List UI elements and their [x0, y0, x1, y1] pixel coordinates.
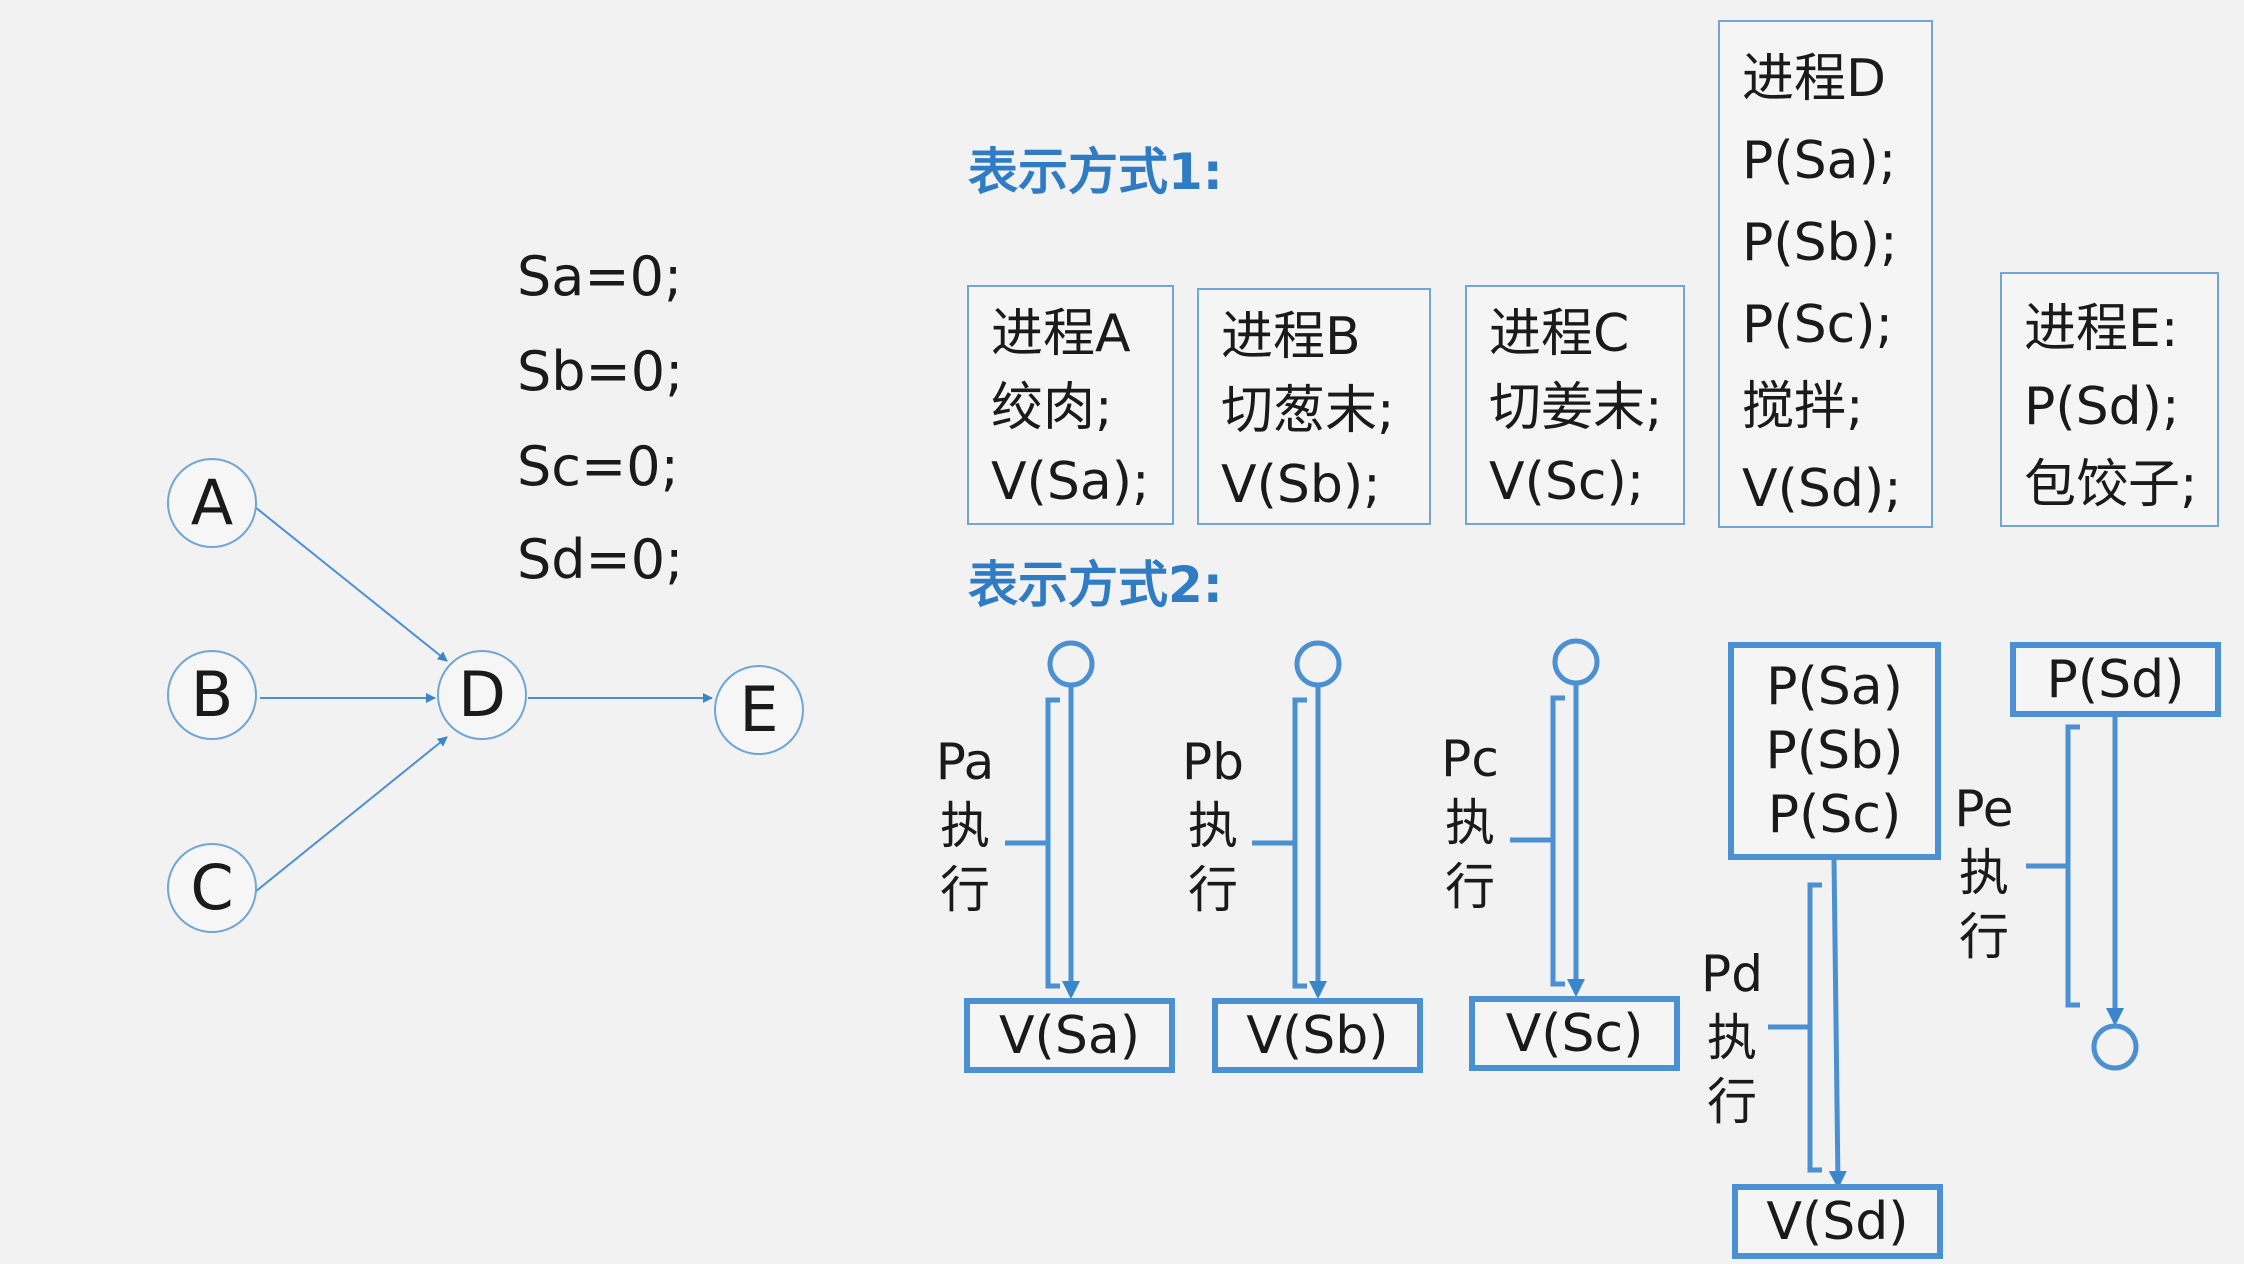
pc-v-sc-box: V(Sc) [1469, 996, 1680, 1071]
semaphore-init-sb: Sb=0; [517, 340, 684, 403]
process-c-line: 进程C [1489, 304, 1630, 364]
process-b-line: 进程B [1221, 307, 1361, 367]
process-b-line: V(Sb); [1221, 455, 1381, 515]
pd-p-box: P(Sa) P(Sb) P(Sc) [1728, 642, 1941, 860]
pa-exec-label: Pa 执 行 [935, 733, 995, 919]
process-a-line: 进程A [991, 304, 1131, 364]
process-b-line: 切葱末; [1221, 381, 1395, 441]
semaphore-init-sa: Sa=0; [517, 245, 683, 308]
process-e-line: P(Sd); [2024, 377, 2180, 437]
node-a: A [167, 458, 257, 548]
process-c-box: 进程C 切姜末; V(Sc); [1465, 285, 1685, 525]
process-b-box: 进程B 切葱末; V(Sb); [1197, 288, 1431, 525]
process-c-line: 切姜末; [1489, 378, 1663, 438]
pa-v-sa-box: V(Sa) [964, 998, 1175, 1073]
process-a-line: 绞肉; [991, 378, 1113, 438]
process-d-line: 搅拌; [1742, 377, 1864, 437]
process-a-box: 进程A 绞肉; V(Sa); [967, 285, 1174, 525]
pd-v-sd-box: V(Sd) [1732, 1184, 1943, 1259]
process-d-line: P(Sa); [1742, 131, 1897, 191]
node-d: D [437, 650, 527, 740]
pd-exec-label: Pd 执 行 [1701, 945, 1763, 1131]
pe-exec-label: Pe 执 行 [1954, 780, 2014, 966]
process-e-line: 包饺子; [2024, 455, 2198, 515]
method2-heading: 表示方式2: [968, 556, 1223, 614]
pc-exec-label: Pc 执 行 [1441, 730, 1499, 916]
process-d-line: P(Sc); [1742, 295, 1894, 355]
pb-exec-label: Pb 执 行 [1182, 733, 1244, 919]
pe-flow [2026, 713, 2139, 1071]
pa-flow [1005, 640, 1095, 999]
node-e: E [714, 665, 804, 755]
pd-flow [1768, 857, 1847, 1189]
process-d-box: 进程D P(Sa); P(Sb); P(Sc); 搅拌; V(Sd); [1718, 20, 1933, 528]
process-d-line: P(Sb); [1742, 213, 1898, 273]
semaphore-init-sd: Sd=0; [517, 528, 684, 591]
node-c: C [167, 843, 257, 933]
semaphore-init-sc: Sc=0; [517, 435, 679, 498]
pe-p-sd-box: P(Sd) [2010, 642, 2221, 717]
edge-a-d [254, 506, 448, 662]
pb-v-sb-box: V(Sb) [1212, 998, 1423, 1073]
method1-heading: 表示方式1: [968, 143, 1223, 201]
process-a-line: V(Sa); [991, 452, 1150, 512]
process-e-box: 进程E: P(Sd); 包饺子; [2000, 272, 2219, 527]
process-d-line: 进程D [1742, 49, 1887, 109]
edge-c-d [254, 736, 448, 893]
process-e-line: 进程E: [2024, 299, 2179, 359]
node-b: B [167, 650, 257, 740]
pc-flow [1510, 638, 1600, 997]
pb-flow [1252, 640, 1342, 999]
process-d-line: V(Sd); [1742, 459, 1902, 519]
process-c-line: V(Sc); [1489, 452, 1645, 512]
